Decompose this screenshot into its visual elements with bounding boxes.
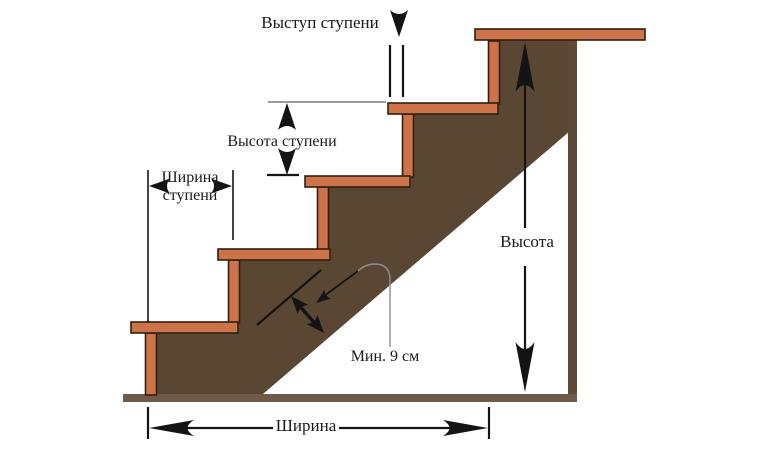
min-thickness-label: Мин. 9 см bbox=[351, 348, 420, 365]
nosing-arrowhead-down-icon bbox=[390, 10, 408, 37]
step-height-lower-arrowhead-icon bbox=[278, 148, 296, 175]
step-nosing-label: Выступ ступени bbox=[261, 13, 378, 32]
tread-1 bbox=[130, 321, 239, 334]
min-thickness-leader-curve bbox=[355, 263, 391, 347]
riser-3 bbox=[316, 186, 330, 251]
height-label: Высота bbox=[500, 232, 554, 251]
step-width-label-line2: ступени bbox=[163, 187, 218, 204]
tread-3 bbox=[304, 175, 411, 188]
min-thickness-leader-segment bbox=[319, 270, 359, 300]
step-width-left-arrowhead-icon bbox=[149, 178, 170, 194]
min-thickness-arrowhead-icon bbox=[316, 289, 332, 303]
step-height-upper-arrowhead-icon bbox=[278, 103, 296, 130]
right-wall-line bbox=[568, 36, 577, 394]
width-label: Ширина bbox=[276, 416, 337, 435]
height-up-arrowhead-icon bbox=[515, 42, 535, 92]
step-width-label-line1: Ширина bbox=[162, 169, 219, 186]
stringer-body bbox=[155, 36, 577, 394]
stringer-reference-line bbox=[256, 269, 322, 326]
tread-4 bbox=[387, 102, 499, 115]
thickness-arrowhead-upleft-icon bbox=[291, 296, 309, 315]
step-height-label: Высота ступени bbox=[227, 133, 337, 150]
riser-2 bbox=[227, 259, 241, 324]
riser-5 bbox=[487, 40, 501, 105]
tread-2 bbox=[217, 248, 331, 261]
width-right-arrowhead-icon bbox=[443, 420, 488, 436]
riser-1 bbox=[144, 332, 158, 396]
tread-5-platform bbox=[474, 28, 646, 41]
step-width-right-arrowhead-icon bbox=[211, 178, 232, 194]
height-down-arrowhead-icon bbox=[515, 342, 535, 392]
thickness-arrowhead-downright-icon bbox=[306, 314, 324, 333]
width-left-arrowhead-icon bbox=[149, 420, 194, 436]
ground-line bbox=[123, 394, 577, 402]
riser-4 bbox=[401, 113, 415, 178]
